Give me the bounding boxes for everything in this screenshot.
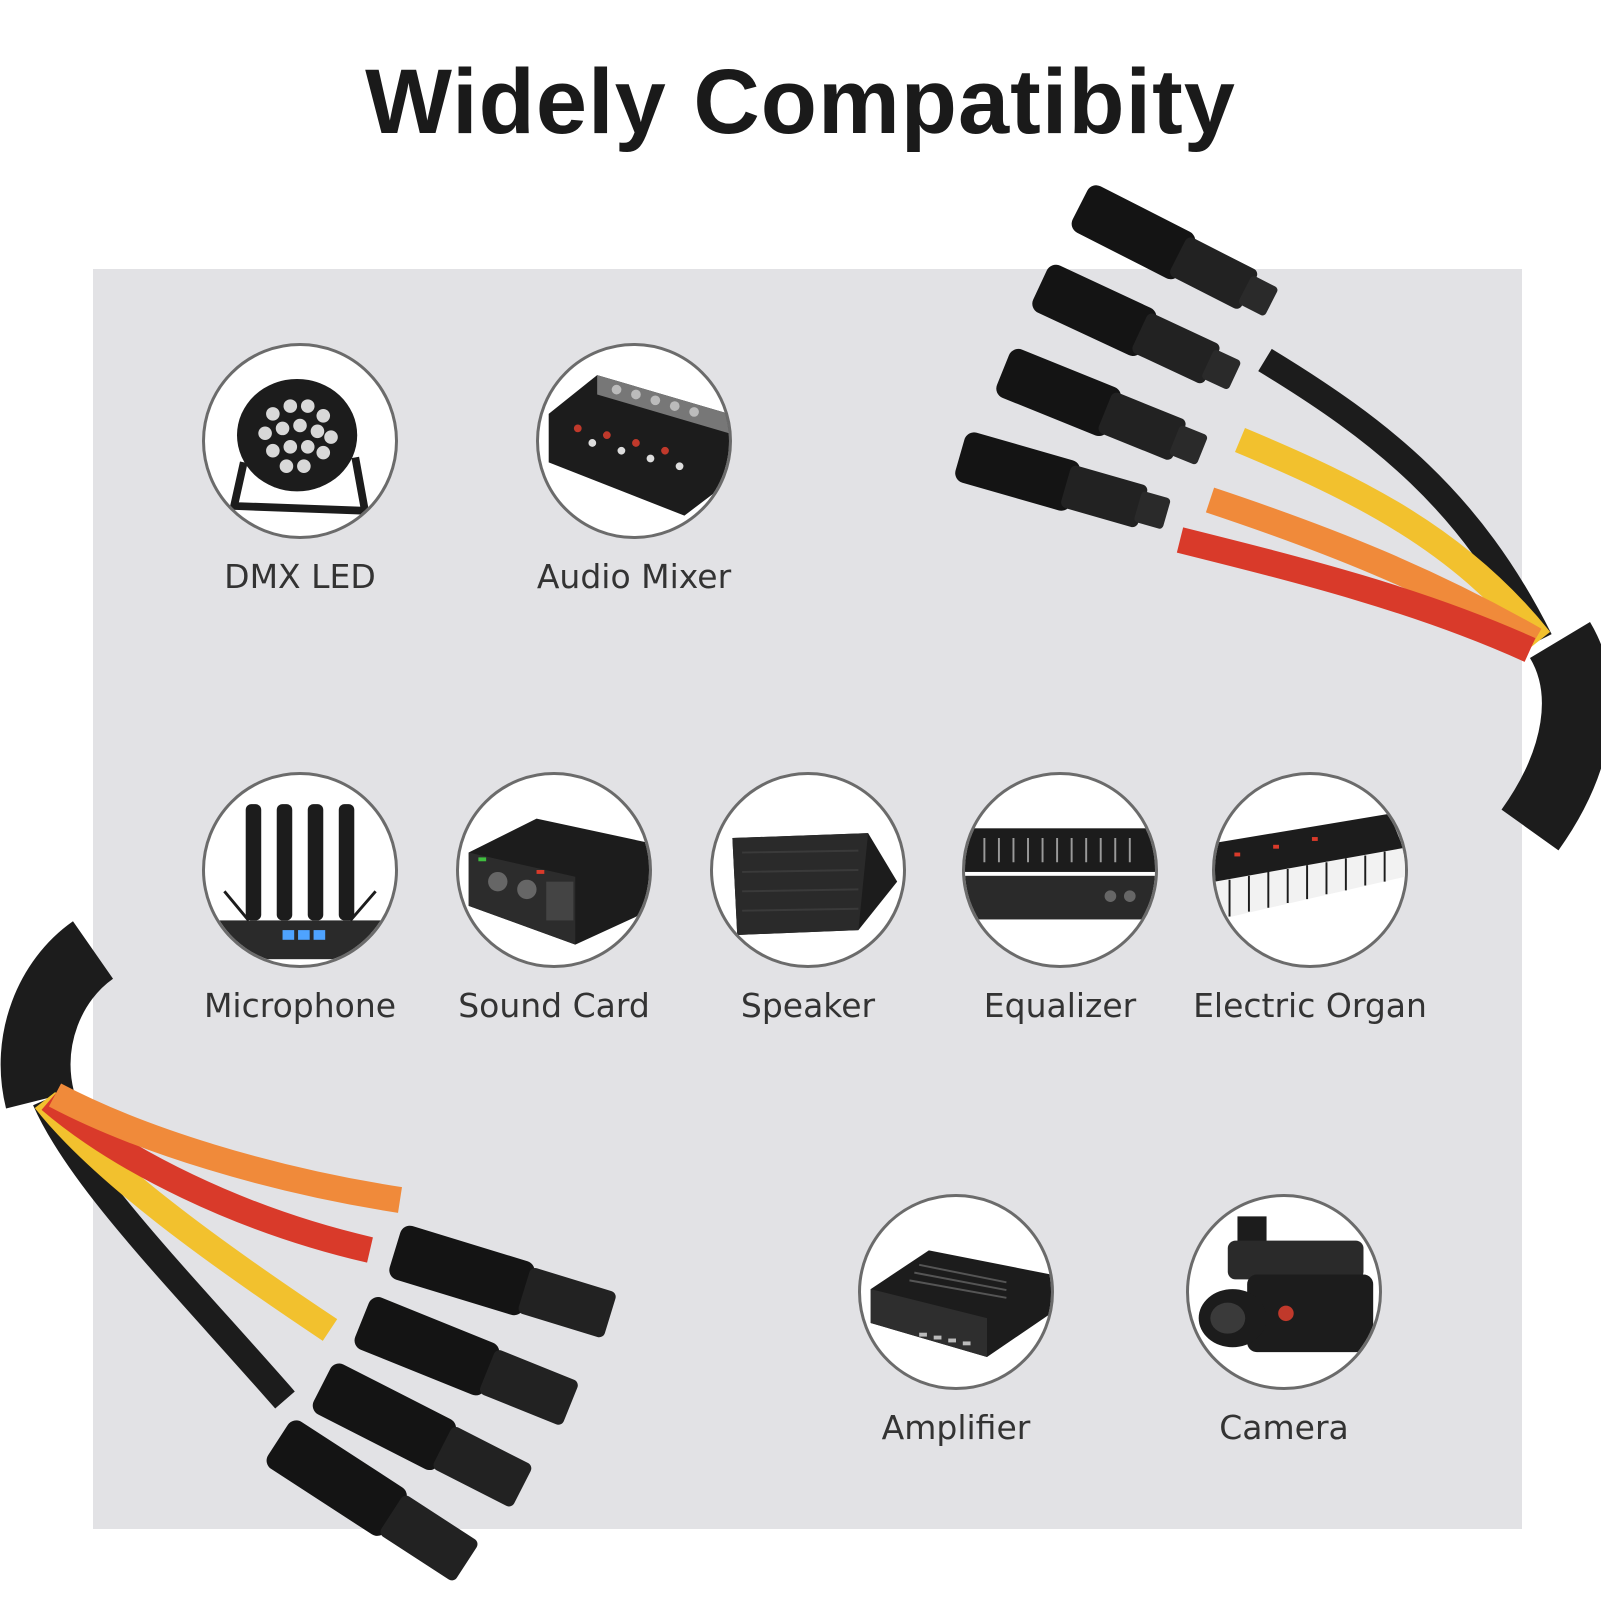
device-label: Microphone <box>203 986 397 1025</box>
device-camera: Camera <box>1164 1194 1404 1447</box>
device-electric-organ: Electric Organ <box>1190 772 1430 1025</box>
device-label: Equalizer <box>983 986 1137 1025</box>
device-dmx-led: DMX LED <box>180 343 420 596</box>
equalizer-icon <box>962 772 1158 968</box>
amplifier-icon <box>858 1194 1054 1390</box>
device-equalizer: Equalizer <box>940 772 1180 1025</box>
microphone-icon <box>202 772 398 968</box>
speaker-icon <box>710 772 906 968</box>
audio-mixer-icon <box>536 343 732 539</box>
device-label: Audio Mixer <box>536 557 732 596</box>
camera-icon <box>1186 1194 1382 1390</box>
device-label: DMX LED <box>224 557 376 596</box>
device-label: Amplifier <box>881 1408 1031 1447</box>
device-label: Sound Card <box>458 986 650 1025</box>
electric-organ-icon <box>1212 772 1408 968</box>
device-microphone: Microphone <box>180 772 420 1025</box>
device-speaker: Speaker <box>688 772 928 1025</box>
device-label: Speaker <box>740 986 876 1025</box>
sound-card-icon <box>456 772 652 968</box>
device-label: Electric Organ <box>1193 986 1427 1025</box>
device-label: Camera <box>1219 1408 1349 1447</box>
device-sound-card: Sound Card <box>434 772 674 1025</box>
device-audio-mixer: Audio Mixer <box>514 343 754 596</box>
dmx-led-icon <box>202 343 398 539</box>
page-title: Widely Compatibity <box>365 51 1236 153</box>
device-amplifier: Amplifier <box>836 1194 1076 1447</box>
